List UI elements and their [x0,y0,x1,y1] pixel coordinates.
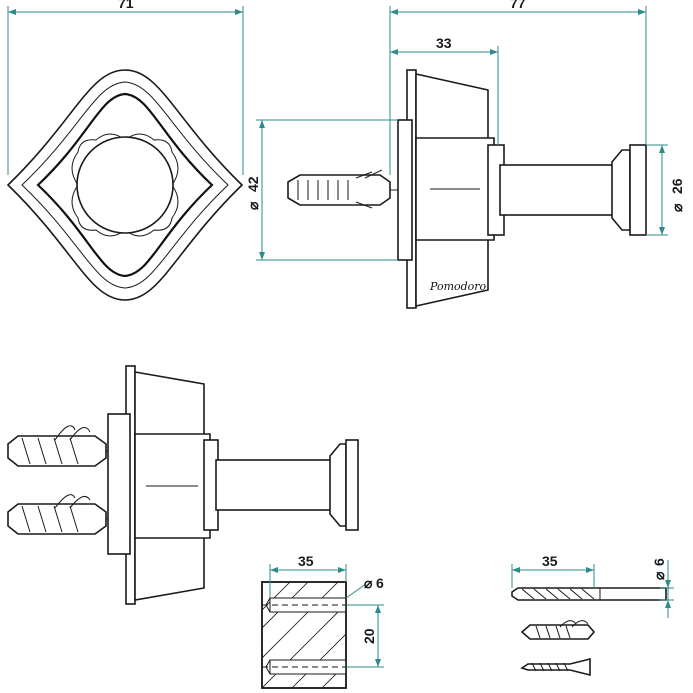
wall-anchor [287,169,410,209]
dim-hole-diameter: ⌀ 6 [345,575,384,599]
brand-signature: Pomodoro [429,280,487,293]
anchor-top [7,425,130,467]
dim-42-symbol: ⌀ [245,201,261,210]
dim-35-drill-label: 35 [542,553,558,569]
assembly-view [7,365,359,605]
dim-42-label: 42 [245,176,261,192]
dim-drill-length: 35 [511,553,595,588]
dim-hole-spacing: 20 [346,604,384,668]
screw [520,657,591,677]
front-view [6,69,244,301]
dim-hole-diameter-label: 6 [376,575,384,591]
dim-drill-diameter-symbol: ⌀ [651,571,667,580]
drilled-block [261,581,347,689]
dim-33-label: 33 [436,35,452,51]
dim-26-symbol: ⌀ [669,203,685,212]
dim-71-label: 71 [118,0,134,11]
dim-drill-diameter-label: 6 [651,558,667,566]
dim-77-label: 77 [510,0,526,11]
dim-knob-diameter: ⌀ 26 [646,144,685,236]
dim-20-label: 20 [361,628,377,644]
dim-hole-diameter-symbol: ⌀ [364,575,373,591]
dim-hole-depth: 35 [269,553,347,598]
drill-bit [511,587,667,601]
dim-front-width: 71 [7,0,244,175]
dim-total-length: 77 [389,0,647,175]
dim-26-label: 26 [669,178,685,194]
dim-base-depth: 33 [390,35,499,145]
dim-drill-diameter: ⌀ 6 [651,558,674,618]
side-view: Pomodoro [287,69,647,309]
dim-base-diameter: ⌀ 42 [245,119,398,261]
wall-plug [520,620,596,640]
dim-35-block-label: 35 [298,553,314,569]
